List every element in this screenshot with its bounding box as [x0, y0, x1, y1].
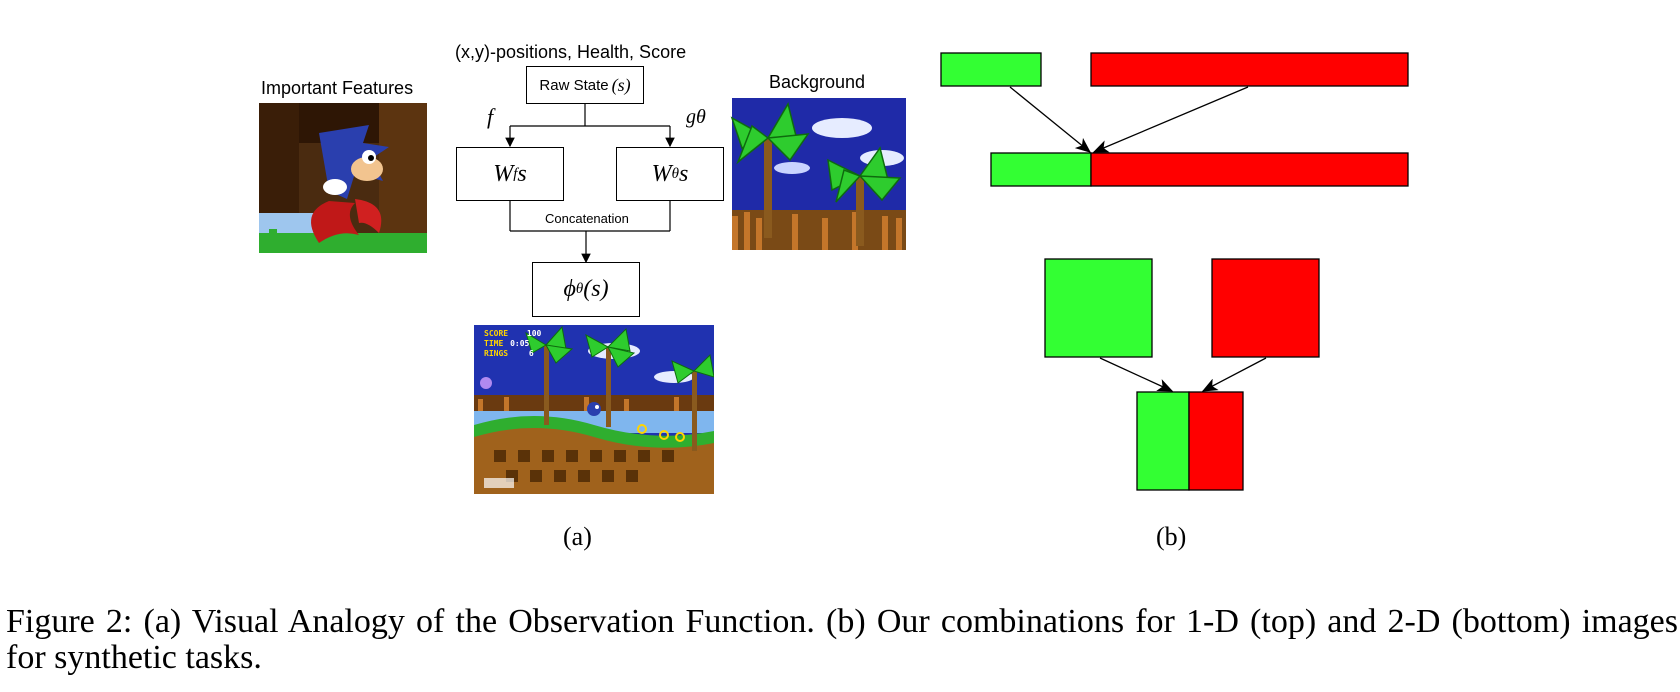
- red-2d-combined: [1188, 391, 1244, 491]
- important-features-label: Important Features: [261, 78, 414, 98]
- wf-box: W f s: [456, 147, 564, 201]
- branch-right-label: gθ: [686, 106, 706, 128]
- hud-rings-label: RINGS: [484, 349, 509, 358]
- game-screenshot: SCORE 100 TIME 0:05 RINGS 6: [474, 325, 714, 494]
- background-image: [730, 98, 906, 250]
- hud-score-value: 100: [526, 329, 542, 338]
- raw-state-text: Raw State: [539, 76, 609, 94]
- figure-caption: Figure 2: (a) Visual Analogy of the Obse…: [6, 603, 1678, 676]
- top-label: (x,y)-positions, Health, Score: [455, 42, 687, 62]
- important-features-image: [259, 103, 427, 253]
- arrow-1d-green: [1009, 86, 1092, 153]
- game-hud: SCORE 100 TIME 0:05 RINGS 6: [484, 329, 541, 359]
- branch-left-label: f: [487, 104, 494, 129]
- hud-rings-value: 6: [528, 349, 534, 358]
- arrow-2d-green: [1099, 357, 1174, 392]
- wtheta-sub: θ: [671, 165, 680, 182]
- green-2d-source: [1044, 258, 1153, 358]
- wtheta-base: W: [651, 160, 672, 187]
- raw-state-var: (s): [611, 74, 631, 95]
- hud-time-value: 0:05: [510, 339, 530, 348]
- phi-base: ϕ: [563, 276, 576, 302]
- wf-base: W: [493, 160, 514, 187]
- red-1d-source: [1090, 52, 1409, 87]
- hud-score-label: SCORE: [484, 329, 509, 338]
- green-2d-combined: [1136, 391, 1190, 491]
- phi-box: ϕ θ (s): [532, 262, 640, 317]
- wtheta-var: s: [679, 160, 689, 187]
- panel-a-sublabel: (a): [563, 522, 592, 551]
- wf-var: s: [517, 160, 527, 187]
- wf-sub: f: [513, 165, 518, 182]
- panel-b-sublabel: (b): [1156, 522, 1187, 551]
- phi-sub: θ: [575, 281, 584, 297]
- background-label: Background: [769, 72, 866, 92]
- green-1d-combined: [990, 152, 1092, 187]
- red-1d-combined: [1090, 152, 1409, 187]
- wtheta-box: W θ s: [616, 147, 724, 201]
- concat-label: Concatenation: [545, 211, 629, 226]
- red-2d-source: [1211, 258, 1320, 358]
- raw-state-box: Raw State (s): [526, 66, 644, 104]
- phi-var: (s): [583, 276, 609, 302]
- hud-time-label: TIME: [484, 339, 504, 348]
- green-1d-source: [940, 52, 1042, 87]
- arrow-1d-red: [1092, 86, 1249, 153]
- game-scene: [474, 325, 714, 494]
- arrow-2d-red: [1201, 357, 1267, 392]
